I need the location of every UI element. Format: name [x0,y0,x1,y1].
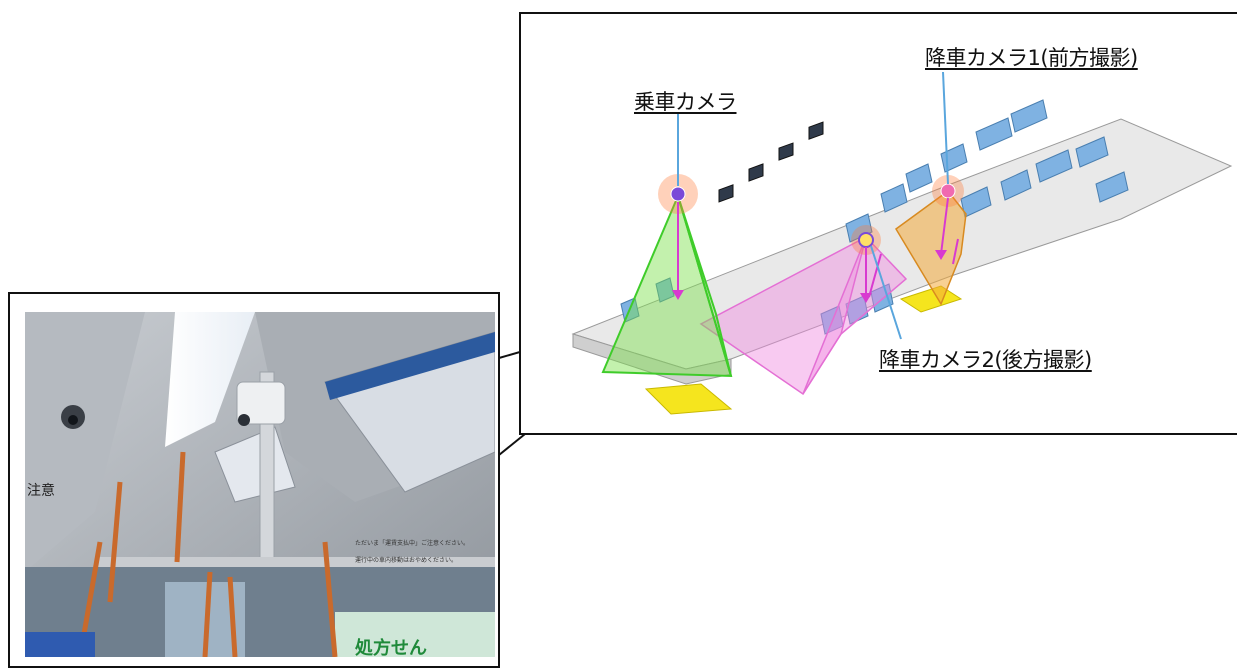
left-wall [25,312,145,572]
arrowhead [860,293,872,303]
boarding-camera-label: 乗車カメラ [634,90,737,114]
seat [1095,171,1129,203]
seat [1035,149,1073,183]
dome-camera-lens [68,415,78,425]
alighting-camera-2-label: 降車カメラ2(後方撮影) [879,348,1092,372]
seat [870,283,894,313]
bus-camera-diagram: 乗車カメラ 降車カメラ1(前方撮影) 降車カメラ2(後方撮影) [519,12,1237,435]
seat [1000,169,1032,201]
alighting-camera-1-callout-line [942,71,949,185]
hand-strap [227,576,238,657]
seat [845,295,869,325]
hand-strap [107,481,123,603]
hand-strap [322,541,338,657]
bus-floor-plan [571,71,1233,415]
alighting-camera-1-icon [940,183,956,199]
window-seat [808,121,824,140]
window-seat [718,184,734,203]
blue-seat [25,632,95,657]
bottom-banner: 処方せん [355,637,427,657]
boarding-camera-icon [670,186,686,202]
alighting-camera-1-direction-arrow [940,197,949,255]
window-seat [748,163,764,182]
seat [940,143,968,173]
bus-interior-illustration: 注意 ただいま「運賃支払中」ご注意ください。 運行中の車内移動はおやめください。… [25,312,495,657]
alighting-camera-1-direction-arrow-alt [952,238,959,265]
arrowhead [935,250,947,260]
seat [905,163,933,193]
alighting-camera-1-label: 降車カメラ1(前方撮影) [925,46,1138,70]
seat [1010,99,1048,133]
arrowhead [672,290,684,300]
seat [655,277,675,303]
window-seat [778,142,794,161]
advertisement-poster-header [325,332,495,400]
seat [1075,136,1109,168]
notice-line-1: ただいま「運賃支払中」ご注意ください。 [355,539,469,547]
small-poster [214,426,296,503]
boarding-camera-coverage-side [677,195,732,377]
seat [975,117,1013,151]
alighting-camera-housing [236,381,286,425]
seat [845,213,873,243]
bus-interior-photo-frame: 注意 ただいま「運賃支払中」ご注意ください。 運行中の車内移動はおやめください。… [8,292,500,668]
boarding-floor-highlight [644,383,733,415]
bus-interior-photo: 注意 ただいま「運賃支払中」ご注意ください。 運行中の車内移動はおやめください。… [25,312,495,657]
caution-sign: 注意 [27,482,55,499]
alighting-camera-2-coverage-far [802,236,867,395]
alighting-camera-2-callout-line [870,245,902,340]
hand-strap [174,451,186,563]
alighting-camera-lens [238,414,250,426]
seat [880,183,908,213]
hand-strap [202,571,213,657]
alighting-camera-1-coverage [895,189,967,306]
ceiling-light-strip [165,312,255,447]
alighting-camera-2-direction-arrow-alt [868,253,882,298]
notice-line-2: 運行中の車内移動はおやめください。 [355,556,457,564]
bottom-ad-panel [335,612,495,657]
alighting-camera-2-icon [858,232,874,248]
